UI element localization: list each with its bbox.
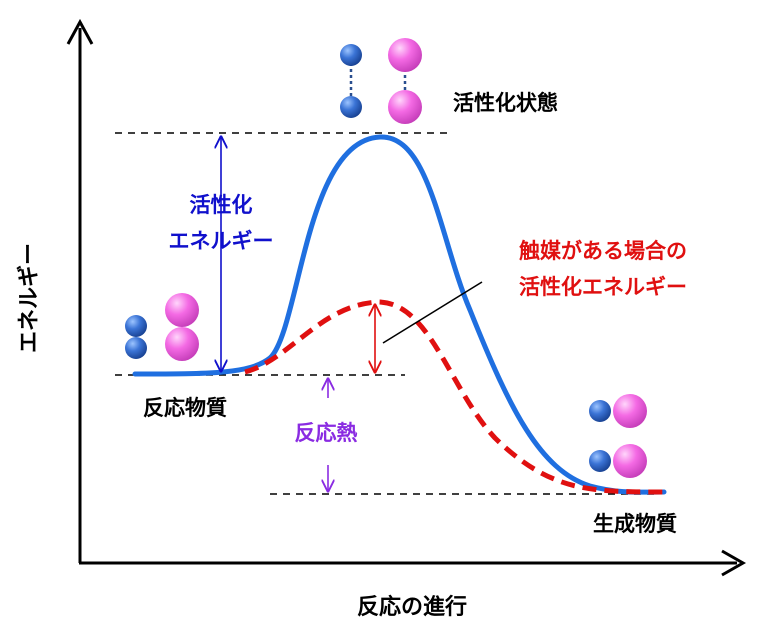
y-axis-label: エネルギー xyxy=(17,243,42,353)
reference-lines xyxy=(115,132,660,495)
activated-state-label: 活性化状態 xyxy=(453,91,558,115)
catalyzed-energy-curve xyxy=(244,299,665,495)
activation-energy-label-line1: 活性化 xyxy=(190,193,253,217)
axes xyxy=(66,18,747,577)
transition-state-molecules-icon xyxy=(340,38,422,124)
y-axis-arrowhead xyxy=(66,18,94,45)
reactants-label: 反応物質 xyxy=(143,396,227,420)
product-molecules-icon xyxy=(589,394,647,478)
uncatalyzed-energy-curve xyxy=(132,134,667,495)
activation-energy-label-line2: エネルギー xyxy=(169,229,274,253)
products-label: 生成物質 xyxy=(593,512,677,536)
catalyst-label-line2: 活性化エネルギー xyxy=(519,275,687,299)
heat-of-reaction-label: 反応熱 xyxy=(295,421,358,445)
reactant-molecules-icon xyxy=(125,293,199,361)
catalyst-label-line1: 触媒がある場合の xyxy=(519,239,687,263)
x-axis-label: 反応の進行 xyxy=(357,594,467,620)
catalyst-pointer-line xyxy=(382,281,483,344)
x-axis-arrowhead xyxy=(721,549,747,577)
